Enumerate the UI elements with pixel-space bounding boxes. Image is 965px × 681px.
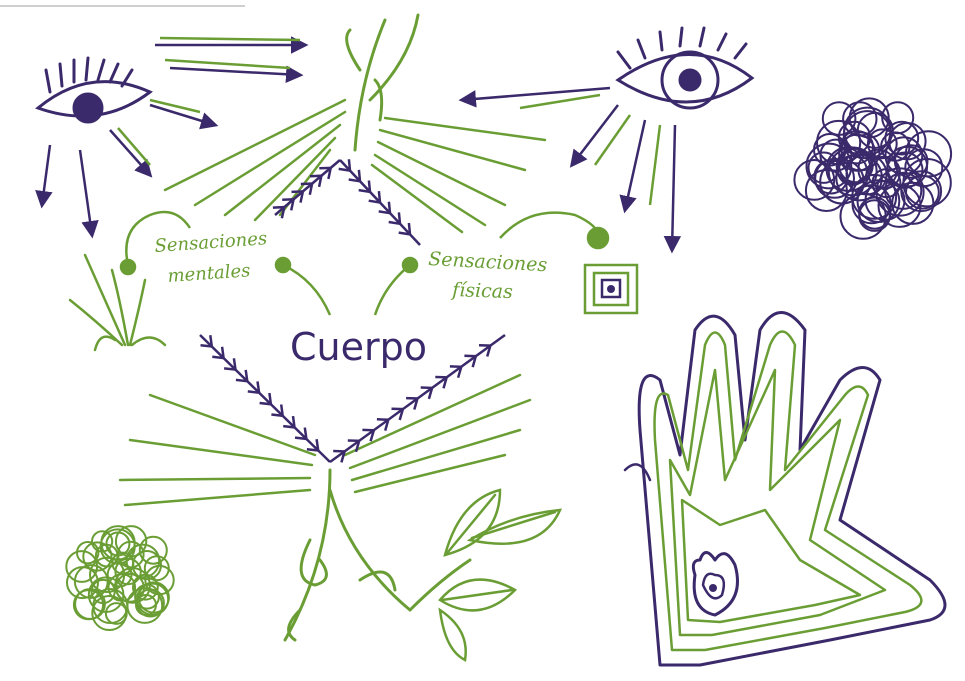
cluster-circle	[106, 603, 127, 624]
mental-sensations-label-line2: mentales	[167, 260, 251, 287]
leaf-cluster-icon	[440, 490, 560, 660]
spiral-square-icon	[585, 265, 637, 313]
bottom-left-rays	[120, 395, 315, 505]
green-circle-cluster-icon	[66, 526, 173, 630]
mental-sensations-label-line1: Sensaciones	[154, 228, 268, 257]
bottom-plant-icon	[285, 470, 470, 640]
diamond-arrow-frame	[200, 159, 505, 462]
left-eye-icon	[38, 58, 150, 122]
hand-icon	[625, 313, 945, 666]
grass-plant-icon	[70, 255, 165, 350]
left-eye-green-lines	[118, 38, 300, 165]
body-center-label: Cuerpo	[290, 325, 427, 369]
right-eye-arrows	[462, 88, 675, 250]
physical-sensations-label-line2: físicas	[450, 279, 514, 303]
purple-circle-cluster-icon	[794, 98, 951, 238]
right-eye-icon	[618, 28, 752, 108]
physical-sensations-label-line1: Sensaciones	[428, 248, 548, 276]
